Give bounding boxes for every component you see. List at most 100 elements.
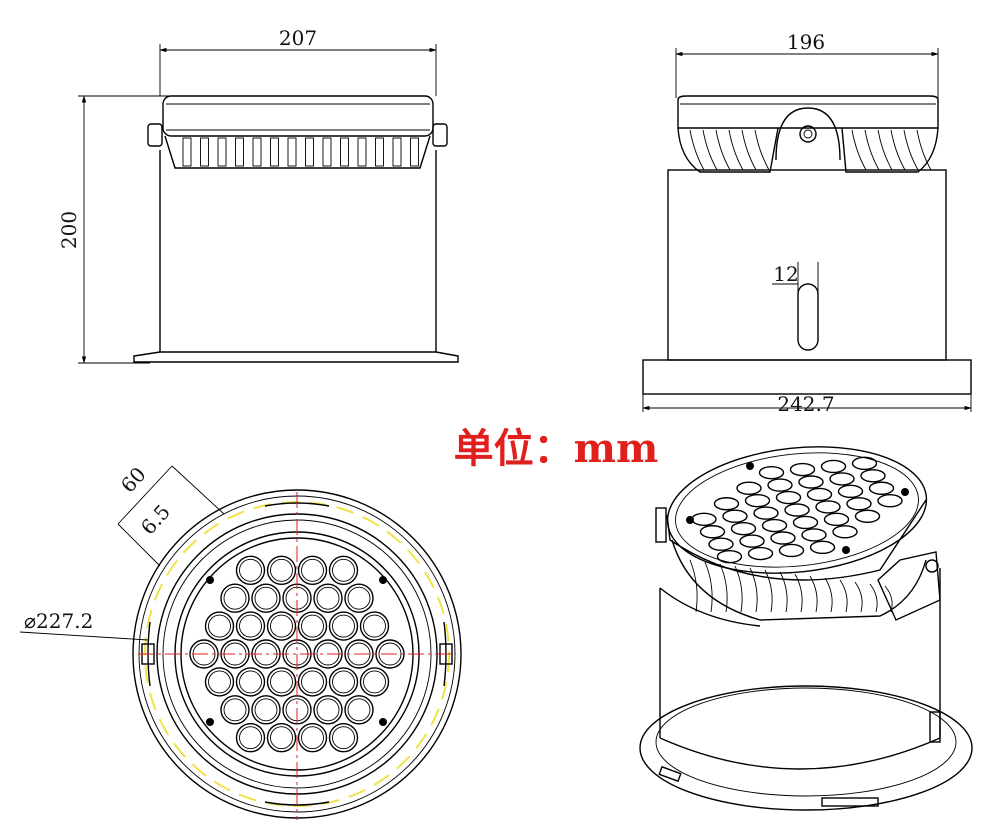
- lens-inner: [301, 670, 324, 694]
- lens-inner: [332, 614, 355, 638]
- fin: [322, 137, 332, 167]
- lens: [854, 509, 881, 523]
- top-view: 60 6.5 ⌀227.2: [19, 462, 462, 820]
- lens-array-iso: [691, 456, 903, 564]
- lens: [801, 528, 827, 542]
- lens: [328, 723, 359, 753]
- fin: [779, 571, 788, 613]
- front-fins: [182, 137, 419, 167]
- fin: [702, 129, 718, 171]
- lens: [722, 509, 748, 523]
- lens-inner: [239, 726, 262, 750]
- fin: [824, 577, 833, 613]
- lens-array-top: [189, 555, 405, 753]
- fin: [235, 137, 244, 167]
- lens-inner: [239, 670, 262, 694]
- lens: [204, 667, 235, 697]
- fin: [375, 137, 384, 167]
- fin: [719, 563, 728, 613]
- lens: [266, 667, 297, 697]
- fin: [728, 129, 744, 171]
- lens: [789, 462, 816, 477]
- fin: [270, 137, 279, 167]
- lens: [313, 695, 343, 725]
- dim-angle: 60: [116, 462, 151, 497]
- fin: [809, 575, 818, 613]
- lens: [220, 695, 250, 725]
- lens: [297, 667, 328, 697]
- lens: [235, 667, 266, 697]
- lens-inner: [347, 586, 371, 610]
- lens: [328, 555, 359, 585]
- fin: [715, 129, 731, 171]
- fin: [764, 569, 773, 613]
- side-view: 196 12 242.7: [642, 30, 972, 416]
- lens-inner: [363, 614, 386, 638]
- lens: [235, 723, 266, 753]
- lens-inner: [239, 558, 262, 582]
- dim-side-width: 196: [787, 30, 825, 54]
- lens: [832, 525, 858, 539]
- lens-inner: [316, 698, 340, 722]
- fin: [689, 129, 705, 171]
- lens: [775, 490, 802, 505]
- lens: [220, 583, 250, 613]
- lens-inner: [301, 614, 324, 638]
- dim-slot-width: 12: [773, 262, 798, 286]
- lens-inner: [254, 698, 278, 722]
- lens: [713, 497, 740, 511]
- lens: [359, 667, 390, 697]
- fin: [877, 129, 893, 171]
- dim-offset: 6.5: [136, 500, 175, 540]
- lens: [297, 611, 328, 641]
- lens: [758, 465, 785, 480]
- lens: [699, 525, 726, 539]
- isometric-view: [639, 446, 973, 811]
- lens: [328, 611, 359, 641]
- dim-flange-width: 242.7: [777, 392, 834, 416]
- fin: [252, 137, 262, 167]
- lens-inner: [347, 698, 371, 722]
- lens: [235, 555, 266, 585]
- lens: [344, 583, 374, 613]
- lens-inner: [332, 670, 355, 694]
- lens-inner: [363, 670, 386, 694]
- lens: [860, 469, 886, 483]
- lens: [736, 481, 762, 495]
- lens: [744, 493, 771, 508]
- lens: [344, 695, 374, 725]
- lens: [851, 456, 878, 471]
- lens: [204, 611, 235, 641]
- lens: [809, 540, 836, 555]
- lens: [846, 497, 872, 511]
- lens: [761, 518, 788, 533]
- lens: [328, 667, 359, 697]
- lens: [708, 537, 734, 551]
- fin: [357, 137, 367, 167]
- lens: [266, 555, 297, 585]
- fin: [854, 581, 863, 613]
- fin: [287, 137, 297, 167]
- lens: [251, 695, 281, 725]
- fin: [869, 583, 878, 613]
- lens-inner: [332, 726, 355, 750]
- lens-inner: [270, 614, 293, 638]
- lens: [778, 543, 805, 558]
- lens: [747, 546, 774, 561]
- side-fins: [689, 129, 932, 171]
- lens: [798, 475, 824, 489]
- iso-fins: [689, 559, 893, 613]
- lens: [344, 639, 374, 669]
- front-view: 207 200: [57, 26, 459, 364]
- lens: [251, 583, 281, 613]
- fin: [916, 129, 932, 171]
- lens: [877, 494, 903, 508]
- fin: [864, 129, 880, 171]
- lens-inner: [208, 614, 231, 638]
- dim-front-width: 207: [279, 26, 317, 50]
- lens: [829, 472, 855, 486]
- fin: [340, 137, 349, 167]
- lens-inner: [270, 670, 293, 694]
- lens: [837, 484, 864, 499]
